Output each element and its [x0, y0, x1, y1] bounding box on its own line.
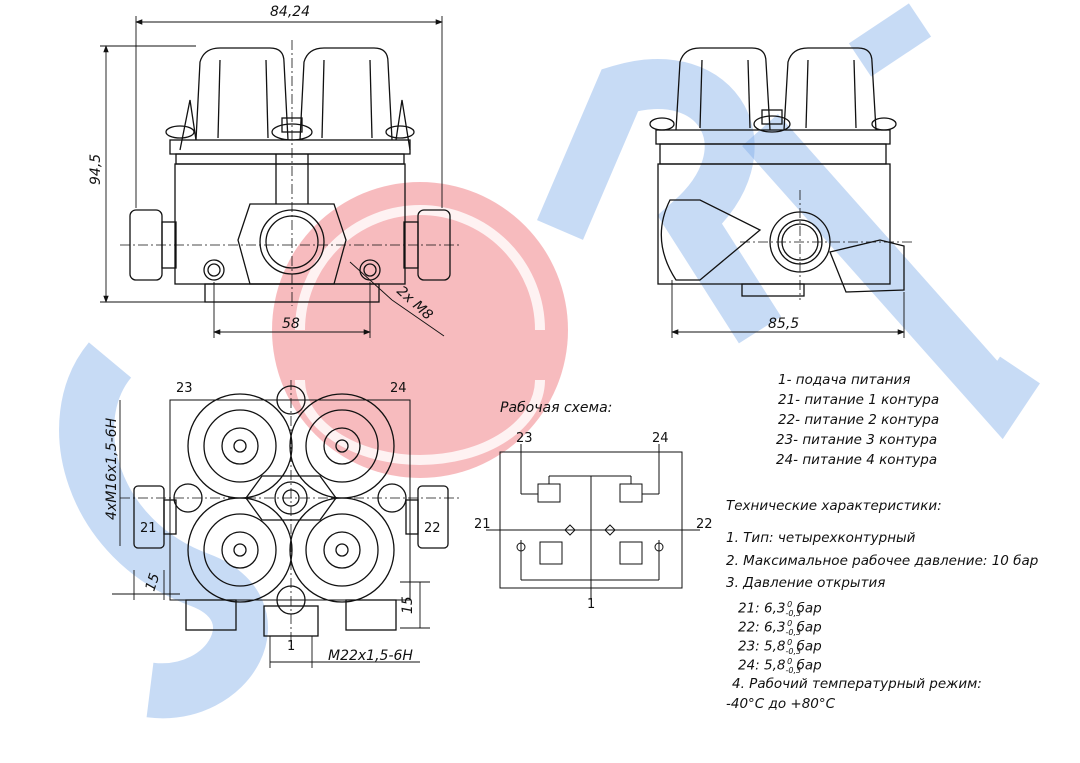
schema-port-23: 23: [516, 431, 533, 446]
dim-width-side: 85,5: [768, 316, 799, 332]
legend-item: 21- питание 1 контура: [778, 392, 940, 408]
schema-port-24: 24: [652, 431, 669, 446]
schema-port-22: 22: [696, 517, 713, 532]
schema-port-1: 1: [587, 597, 595, 612]
port-label-21: 21: [140, 521, 157, 536]
schema-title: Рабочая схема:: [500, 400, 612, 416]
legend-item: 1- подача питания: [778, 372, 911, 388]
watermark-logo: [59, 3, 1040, 719]
schema-port-21: 21: [474, 517, 491, 532]
spec-max-pressure: 2. Максимальное рабочее давление: 10 бар: [726, 553, 1039, 569]
pressure-row: 23: 5,8-0,30 бар: [738, 638, 822, 657]
pressure-row: 22: 6,3-0,30 бар: [738, 619, 822, 638]
dim-offset-left: 15: [143, 571, 164, 593]
specs-title: Технические характеристики:: [726, 498, 942, 514]
pressure-row: 24: 5,8-0,30 бар: [738, 657, 822, 676]
legend-item: 22- питание 2 контура: [778, 412, 940, 428]
port-label-1: 1: [287, 639, 295, 654]
working-schema: [486, 444, 700, 600]
dim-thread-bottom: M22x1,5-6H: [328, 648, 413, 664]
spec-temp-title: 4. Рабочий температурный режим:: [732, 676, 982, 692]
bottom-view: [133, 385, 449, 637]
port-label-23: 23: [176, 381, 193, 396]
dim-thread-side: 4xM16x1,5-6H: [104, 417, 120, 520]
pressure-row: 21: 6,3-0,30 бар: [738, 600, 822, 619]
legend-item: 24- питание 4 контура: [776, 452, 938, 468]
spec-temp-range: -40°C до +80°C: [726, 696, 836, 712]
port-label-22: 22: [424, 521, 441, 536]
dim-offset-bottom: 15: [400, 596, 416, 614]
spec-opening-pressure: 3. Давление открытия: [726, 575, 886, 591]
dim-height-left: 94,5: [88, 154, 104, 185]
legend-item: 23- питание 3 контура: [776, 432, 938, 448]
port-label-24: 24: [390, 381, 407, 396]
dim-span-bottom: 58: [282, 316, 300, 332]
dim-width-top: 84,24: [270, 4, 310, 20]
spec-type: 1. Тип: четырехконтурный: [726, 530, 916, 546]
